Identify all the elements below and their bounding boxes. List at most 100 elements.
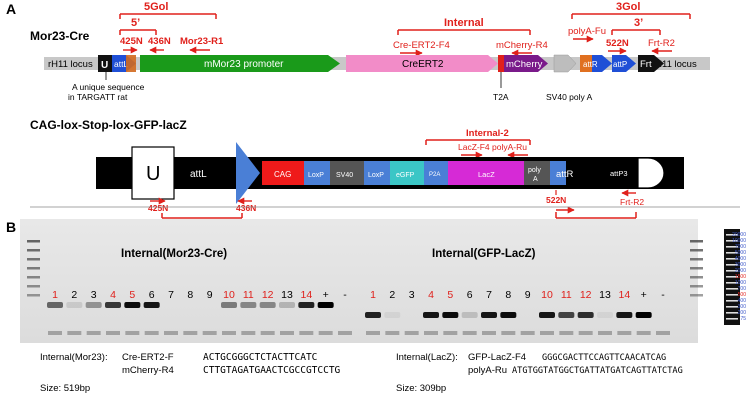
polya-label-1: poly bbox=[528, 167, 541, 174]
label-425n: 425N bbox=[120, 36, 143, 47]
unique-note-line1: A unique sequence bbox=[72, 82, 145, 92]
ladder-band bbox=[726, 258, 738, 260]
marker-band bbox=[690, 249, 703, 252]
primer-dimer bbox=[86, 331, 101, 335]
primer-dimer bbox=[443, 331, 458, 335]
lane-label: 12 bbox=[262, 289, 274, 301]
primers2-r-seq: ATGTGGTATGGCTGATTATGATCAGTTATCTAG bbox=[512, 366, 683, 376]
attr-label: attR bbox=[583, 60, 598, 69]
label-cre-ert2-f4: Cre-ERT2-F4 bbox=[393, 40, 450, 51]
frt2-element bbox=[637, 157, 665, 189]
mcherry-element bbox=[504, 55, 548, 72]
loxp1-label: LoxP bbox=[308, 172, 324, 179]
primer-dimer bbox=[202, 331, 217, 335]
creert2-element bbox=[346, 55, 498, 72]
marker-band bbox=[690, 258, 703, 261]
polya-label-2: A bbox=[533, 176, 538, 183]
gel-band bbox=[85, 302, 102, 308]
label-mor23-r1: Mor23-R1 bbox=[180, 36, 224, 47]
primer-dimer bbox=[366, 331, 380, 335]
label-frt-r2: Frt-R2 bbox=[648, 38, 675, 49]
gel-band bbox=[577, 312, 594, 318]
marker-band bbox=[690, 267, 703, 270]
ladder-bands: 2000010000700050004000300020001500100070… bbox=[726, 232, 746, 322]
marker-band bbox=[690, 276, 703, 279]
ladder-band bbox=[726, 306, 738, 308]
lane-label: - bbox=[661, 289, 665, 301]
frt-label: Frt bbox=[640, 59, 652, 70]
gel-band bbox=[105, 302, 121, 308]
lane-label: 9 bbox=[525, 289, 531, 301]
primers1-size: Size: 519bp bbox=[40, 383, 90, 394]
lane-label: 1 bbox=[52, 289, 58, 301]
gel-band bbox=[240, 302, 257, 308]
primer-dimer bbox=[462, 331, 477, 335]
t2a-element bbox=[498, 55, 504, 72]
primer-dimer bbox=[164, 331, 178, 335]
gel-band bbox=[597, 312, 613, 318]
gel-band bbox=[423, 312, 439, 318]
ladder-size-label: 300 bbox=[738, 304, 747, 310]
ladder-band bbox=[726, 276, 738, 278]
gel-band bbox=[442, 312, 459, 318]
gel-band bbox=[317, 302, 334, 308]
ladder-band bbox=[726, 246, 738, 248]
attr2-label: attR bbox=[556, 169, 574, 180]
sv40-2-element bbox=[330, 161, 364, 185]
marker-band bbox=[27, 258, 40, 261]
ladder-size-label: 4000 bbox=[735, 256, 746, 262]
lane-label: 4 bbox=[110, 289, 116, 301]
label-lacz-f4: LacZ-F4 bbox=[458, 142, 490, 152]
primer-dimer bbox=[424, 331, 438, 335]
sv40-2-label: SV40 bbox=[336, 172, 353, 179]
sv40-element bbox=[553, 54, 577, 73]
attl-label: attL bbox=[114, 59, 128, 69]
u-block bbox=[98, 55, 112, 72]
lane-label: 3 bbox=[409, 289, 415, 301]
cag-label: CAG bbox=[274, 170, 291, 179]
label2-frt-r2: Frt-R2 bbox=[620, 197, 644, 207]
primer-dimer bbox=[299, 331, 314, 335]
lane-label: 3 bbox=[91, 289, 97, 301]
primer-dimer bbox=[404, 331, 419, 335]
gel-band bbox=[298, 302, 315, 308]
gel-band bbox=[481, 312, 497, 318]
lane-label: 9 bbox=[207, 289, 213, 301]
primers2-f-name: GFP-LacZ-F4 bbox=[468, 352, 526, 363]
t2a-label: T2A bbox=[493, 92, 509, 102]
ladder-size-label: 400 bbox=[738, 298, 747, 304]
gel-band bbox=[221, 302, 237, 308]
u-label: U bbox=[101, 60, 108, 71]
panel-a-label: A bbox=[6, 1, 16, 17]
ladder-band bbox=[726, 318, 738, 320]
primer-dimer bbox=[482, 331, 496, 335]
marker-band bbox=[27, 294, 40, 297]
sv40-label: SV40 poly A bbox=[546, 92, 593, 102]
marker-band bbox=[690, 285, 703, 288]
gel1-image bbox=[20, 219, 358, 343]
unique-note-line2: in TARGATT rat bbox=[68, 92, 128, 102]
p2a-element bbox=[424, 161, 448, 185]
label-5gol: 5Gol bbox=[144, 1, 168, 13]
primer-dimer bbox=[338, 331, 352, 335]
ladder-size-label: 500 bbox=[738, 292, 747, 298]
lane-label: 8 bbox=[505, 289, 511, 301]
primers1-f-seq: ACTGCGGGCTCTACTTCATC bbox=[203, 352, 317, 363]
mcherry-label: mCherry bbox=[506, 59, 543, 70]
ladder-band bbox=[726, 300, 738, 302]
lane-label: 4 bbox=[428, 289, 434, 301]
gel-band bbox=[616, 312, 633, 318]
locus-left: rH11 locus bbox=[48, 59, 93, 70]
creert2-label: CreERT2 bbox=[402, 59, 444, 70]
primer-dimer bbox=[241, 331, 256, 335]
primers1-r-name: mCherry-R4 bbox=[122, 365, 174, 376]
ladder-size-label: 5000 bbox=[735, 250, 746, 256]
primers2-size: Size: 309bp bbox=[396, 383, 446, 394]
attl2-triangle bbox=[236, 142, 260, 204]
attr2-element bbox=[566, 157, 604, 189]
polya-element bbox=[524, 161, 550, 185]
primer-dimer bbox=[222, 331, 236, 335]
ladder-size-label: 7000 bbox=[735, 244, 746, 250]
